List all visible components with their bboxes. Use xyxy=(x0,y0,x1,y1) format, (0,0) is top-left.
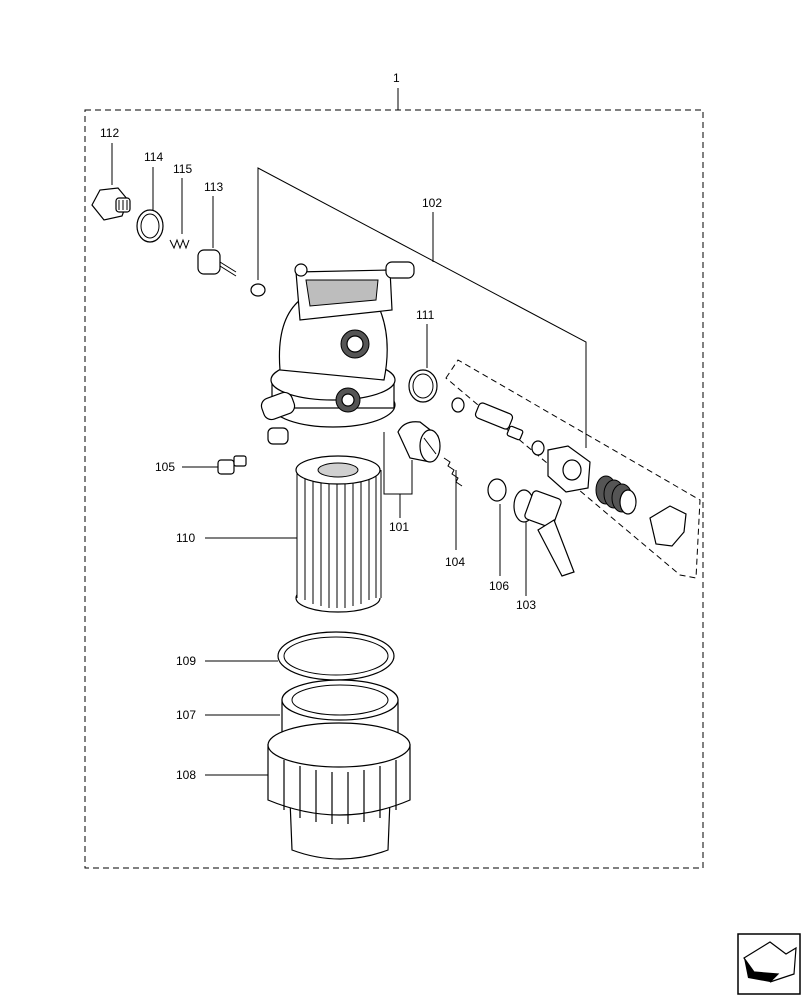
callout-104: 104 xyxy=(445,555,465,569)
callout-109: 109 xyxy=(176,654,196,668)
callout-115: 115 xyxy=(173,162,192,176)
callout-1: 1 xyxy=(393,71,400,85)
callout-114: 114 xyxy=(144,150,163,164)
spring-coil xyxy=(595,475,637,515)
part-102-filter-head xyxy=(260,261,415,445)
part-111-ring xyxy=(408,324,438,403)
leader-102 xyxy=(257,167,587,448)
part-oring-small xyxy=(250,283,266,297)
part-104-spring xyxy=(443,457,463,550)
assembly-boundary xyxy=(84,88,704,869)
callout-102: 102 xyxy=(422,196,442,210)
part-103-cock xyxy=(513,489,575,596)
callout-112: 112 xyxy=(100,126,119,140)
part-113-valve xyxy=(197,196,237,277)
callout-107: 107 xyxy=(176,708,196,722)
part-105-screw xyxy=(182,455,247,475)
callout-110: 110 xyxy=(176,531,195,545)
valve-subassembly-boundary xyxy=(445,359,701,579)
callout-108: 108 xyxy=(176,768,196,782)
part-101-valve-body xyxy=(383,421,441,518)
callout-106: 106 xyxy=(489,579,509,593)
callout-labels: 1 112 114 115 113 102 111 105 101 110 10… xyxy=(100,71,536,782)
part-108-ring-nut xyxy=(205,722,411,824)
callout-103: 103 xyxy=(516,598,536,612)
callout-105: 105 xyxy=(155,460,175,474)
callout-111: 111 xyxy=(416,308,435,322)
part-106-washer xyxy=(487,478,507,576)
valve-subassembly-parts xyxy=(451,397,687,547)
part-109-ring xyxy=(205,631,395,681)
next-page-arrow-icon[interactable] xyxy=(737,933,801,995)
part-110-filter-element xyxy=(205,455,382,613)
callout-113: 113 xyxy=(204,180,223,194)
callout-101: 101 xyxy=(389,520,409,534)
part-114-ring xyxy=(136,167,164,243)
part-115-spring xyxy=(169,178,190,250)
part-112-plug xyxy=(91,143,131,221)
